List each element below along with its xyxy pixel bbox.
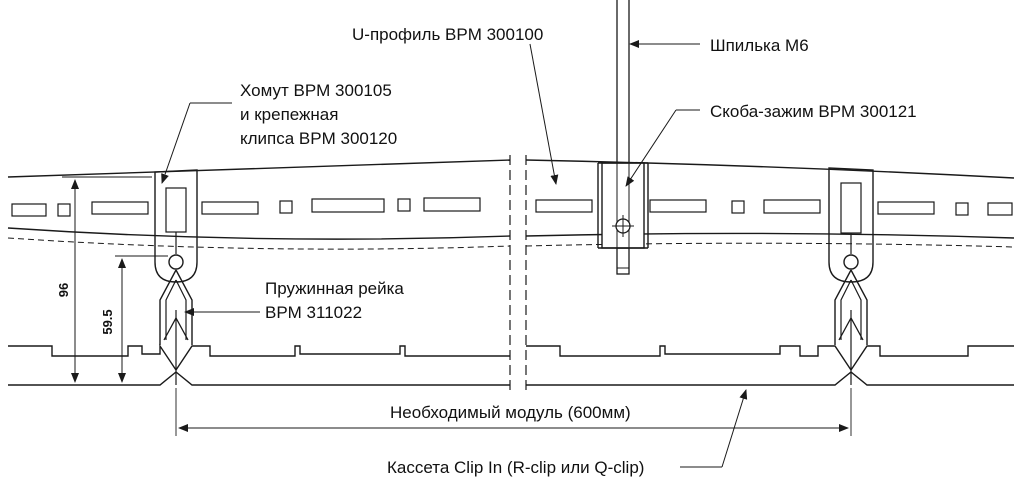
u-profile [7, 159, 1015, 250]
module-label: Необходимый модуль (600мм) [390, 403, 631, 422]
break-line [509, 155, 527, 395]
bracket-clamp [597, 162, 649, 249]
clamp-label-line1: Хомут BPM 300105 [240, 81, 392, 100]
spring-rail-label-line1: Пружинная рейка [265, 279, 404, 298]
dimension-module [175, 388, 852, 436]
hanger-clip-left [154, 169, 198, 283]
dimension-59-5: 59.5 [100, 255, 168, 383]
stud-label: Шпилька M6 [710, 36, 809, 55]
bracket-label: Скоба-зажим BPM 300121 [710, 102, 917, 121]
cassette-label: Кассета Clip In (R-clip или Q-clip) [387, 458, 644, 477]
u-profile-label: U-профиль BPM 300100 [352, 25, 543, 44]
clamp-label-line3: клипса BPM 300120 [240, 129, 397, 148]
cassette-panels [8, 343, 1014, 386]
leader-lines [161, 40, 748, 468]
dim-59-5-label: 59.5 [100, 309, 115, 334]
spring-rail-right [834, 269, 868, 385]
spring-rail-label-line2: BPM 311022 [265, 303, 362, 322]
dim-96-label: 96 [56, 283, 71, 297]
spring-rail-left [159, 269, 193, 385]
dimension-96: 96 [56, 176, 152, 386]
hanger-clip-right [828, 167, 874, 283]
clamp-label-line2: и крепежная [240, 105, 338, 124]
